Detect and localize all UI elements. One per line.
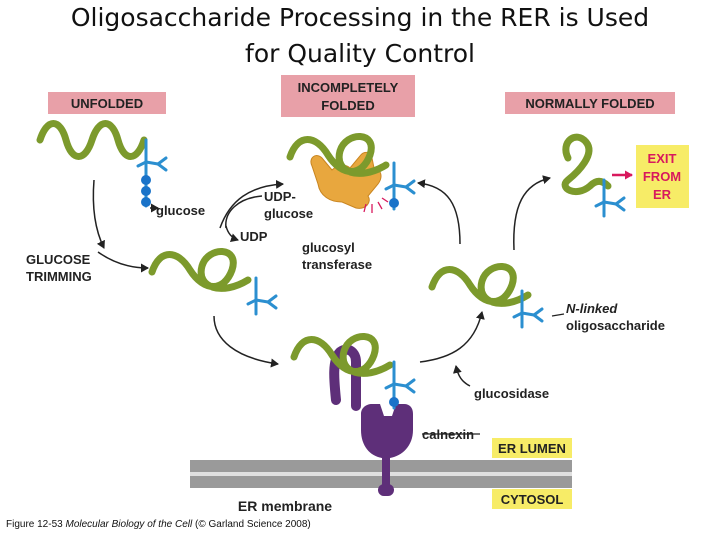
n-linked-pointer-line: [551, 313, 565, 317]
glucose-residue: [141, 197, 151, 207]
er-lumen-label: ER LUMEN: [492, 438, 572, 458]
glucose-residue: [389, 198, 399, 208]
caption-book: Molecular Biology of the Cell: [65, 519, 193, 530]
arrow-to-normally-folded: [513, 175, 551, 251]
polypeptide-chain: [148, 248, 252, 292]
exit-line-3: ER: [653, 187, 672, 202]
arrow-udp-glucose-in: [225, 195, 263, 229]
glucose-residue: [141, 186, 151, 196]
glucosidase-label: glucosidase: [474, 386, 549, 401]
incompletely-folded-label: INCOMPLETELY FOLDED: [281, 75, 415, 117]
unfolded-label-text: UNFOLDED: [71, 96, 143, 111]
cytosol-text: CYTOSOL: [501, 492, 564, 507]
glucosyl-transferase-enzyme: [310, 151, 389, 213]
n-linked-oligosaccharide: [136, 138, 168, 208]
incompletely-label-line-2: FOLDED: [321, 98, 374, 113]
arrow-to-trimmed: [97, 251, 149, 273]
title-line-1: Oligosaccharide Processing in the RER is…: [70, 3, 650, 32]
polypeptide-chain: [428, 263, 532, 307]
er-membrane-label: ER membrane: [238, 498, 332, 514]
protein-unit-5: [428, 263, 544, 329]
unfolded-label: UNFOLDED: [48, 92, 166, 114]
caption-prefix: Figure 12-53: [6, 519, 66, 530]
title-line-2: for Quality Control: [245, 39, 475, 68]
caption-suffix: (© Garland Science 2008): [192, 519, 311, 530]
protein-unit-4: [148, 248, 278, 316]
glucose-residue: [389, 397, 399, 407]
calnexin-protein: [329, 344, 413, 496]
udp-glucose-label-1: UDP-: [264, 189, 296, 204]
glucose-trimming-label-2: TRIMMING: [26, 269, 92, 284]
glucose-label: glucose: [156, 203, 205, 218]
er-membrane-bilayer: [190, 460, 572, 488]
figure-caption: Figure 12-53 Molecular Biology of the Ce…: [6, 519, 311, 530]
udp-label: UDP: [240, 229, 268, 244]
exit-line-1: EXIT: [648, 151, 677, 166]
polypeptide-chain: [290, 333, 394, 377]
n-linked-oligosaccharide: [512, 289, 544, 329]
incompletely-label-line-1: INCOMPLETELY: [298, 80, 399, 95]
glucosyl-transferase-label-2: transferase: [302, 257, 372, 272]
protein-unit-2: [286, 133, 416, 211]
n-linked-oligosaccharide: [384, 360, 416, 410]
er-lumen-text: ER LUMEN: [498, 441, 566, 456]
normally-folded-label-text: NORMALLY FOLDED: [525, 96, 654, 111]
arrow-udp-out: [225, 225, 239, 243]
n-linked-label-1: N-linked: [566, 301, 618, 316]
arrow-from-calnexin: [419, 311, 485, 363]
protein-unit-1: [36, 120, 168, 208]
arrow-glucosidase: [452, 365, 471, 387]
cytosol-label: CYTOSOL: [492, 489, 572, 509]
normally-folded-label: NORMALLY FOLDED: [505, 92, 675, 114]
polypeptide-chain: [561, 133, 612, 195]
polypeptide-chain: [286, 133, 390, 177]
protein-units: [36, 120, 626, 410]
glucosyl-transferase-label-1: glucosyl: [302, 240, 355, 255]
protein-unit-6: [290, 333, 416, 410]
exit-from-er-label: EXIT FROM ER: [636, 145, 689, 208]
n-linked-oligosaccharide: [246, 276, 278, 316]
glucose-residue: [141, 175, 151, 185]
arrow-unfolded-down: [92, 179, 105, 249]
udp-glucose-label-2: glucose: [264, 206, 313, 221]
polypeptide-chain: [36, 120, 148, 160]
n-linked-label-2: oligosaccharide: [566, 318, 665, 333]
calnexin-label: calnexin: [422, 427, 474, 442]
arrow-trimmed-to-incomplete: [219, 179, 284, 229]
n-linked-oligosaccharide: [384, 161, 416, 211]
page-title: Oligosaccharide Processing in the RER is…: [0, 0, 720, 72]
exit-line-2: FROM: [643, 169, 681, 184]
activity-marks: [363, 197, 389, 213]
glucose-trimming-label-1: GLUCOSE: [26, 252, 91, 267]
protein-unit-3: [561, 133, 626, 218]
arrow-to-incomplete: [417, 179, 461, 245]
arrow-to-calnexin: [213, 315, 279, 368]
n-linked-oligosaccharide: [594, 178, 626, 218]
